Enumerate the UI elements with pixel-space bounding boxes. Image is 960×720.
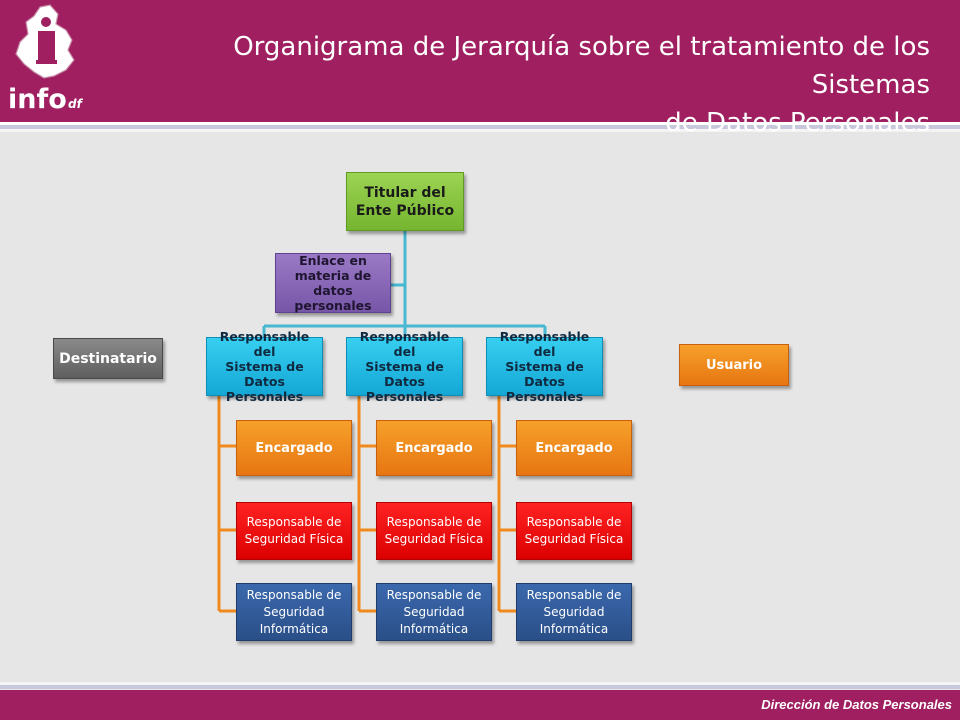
box-text: Responsable del: [499, 329, 590, 359]
usuario-box: Usuario: [679, 344, 789, 386]
footer-text: Dirección de Datos Personales: [761, 697, 952, 712]
box-text: Destinatario: [59, 350, 157, 367]
box-text: Titular del: [364, 184, 446, 201]
title-line: de Datos Personales: [665, 108, 930, 138]
box-text: Encargado: [395, 440, 473, 456]
box-text: Seguridad: [403, 604, 465, 619]
box-text: Sistema de Datos: [365, 359, 444, 389]
box-text: Informática: [399, 621, 469, 636]
logo: info df: [6, 4, 90, 118]
encargado-box: Encargado: [376, 420, 492, 476]
title-line: Organigrama de Jerarquía sobre el tratam…: [233, 32, 930, 100]
box-text: Responsable de: [246, 587, 342, 602]
box-text: Encargado: [255, 440, 333, 456]
box-text: Personales: [365, 389, 444, 404]
header-stripe: [0, 122, 960, 125]
logo-suffix: df: [68, 97, 84, 111]
seguridad-fisica-box: Responsable de Seguridad Física: [376, 502, 492, 560]
seguridad-fisica-box: Responsable de Seguridad Física: [516, 502, 632, 560]
box-text: Sistema de Datos: [225, 359, 304, 389]
box-text: Informática: [259, 621, 329, 636]
encargado-box: Encargado: [236, 420, 352, 476]
seguridad-fisica-box: Responsable de Seguridad Física: [236, 502, 352, 560]
box-text: Seguridad Física: [244, 532, 344, 546]
box-text: Seguridad Física: [384, 532, 484, 546]
header-stripe: [0, 129, 960, 132]
box-text: Responsable de: [526, 587, 622, 602]
box-text: Personales: [225, 389, 304, 404]
header-bar: [0, 0, 960, 122]
box-text: materia de datos: [294, 268, 372, 298]
footer-stripe: [0, 685, 960, 689]
box-text: Informática: [539, 621, 609, 636]
encargado-box: Encargado: [516, 420, 632, 476]
box-text: Sistema de Datos: [505, 359, 584, 389]
box-text: Responsable de: [386, 587, 482, 602]
destinatario-box: Destinatario: [53, 338, 163, 379]
box-text: Responsable de: [526, 515, 622, 529]
box-text: Ente Público: [355, 202, 455, 219]
box-text: personales: [294, 298, 372, 313]
box-text: Seguridad: [263, 604, 325, 619]
box-text: Enlace en: [299, 253, 367, 268]
page-title: Organigrama de Jerarquía sobre el tratam…: [110, 28, 930, 142]
box-text: Personales: [505, 389, 584, 404]
box-text: Responsable de: [386, 515, 482, 529]
box-text: Seguridad Física: [524, 532, 624, 546]
footer-bar: Dirección de Datos Personales: [0, 690, 960, 720]
box-text: Responsable del: [359, 329, 450, 359]
box-text: Seguridad: [543, 604, 605, 619]
box-text: Responsable de: [246, 515, 342, 529]
box-text: Encargado: [535, 440, 613, 456]
box-text: Responsable del: [219, 329, 310, 359]
box-text: Usuario: [705, 357, 763, 373]
mexico-map-icon: info df: [8, 4, 84, 115]
logo-text: info: [8, 84, 67, 115]
header-stripe: [0, 125, 960, 129]
footer-stripe: [0, 682, 960, 685]
